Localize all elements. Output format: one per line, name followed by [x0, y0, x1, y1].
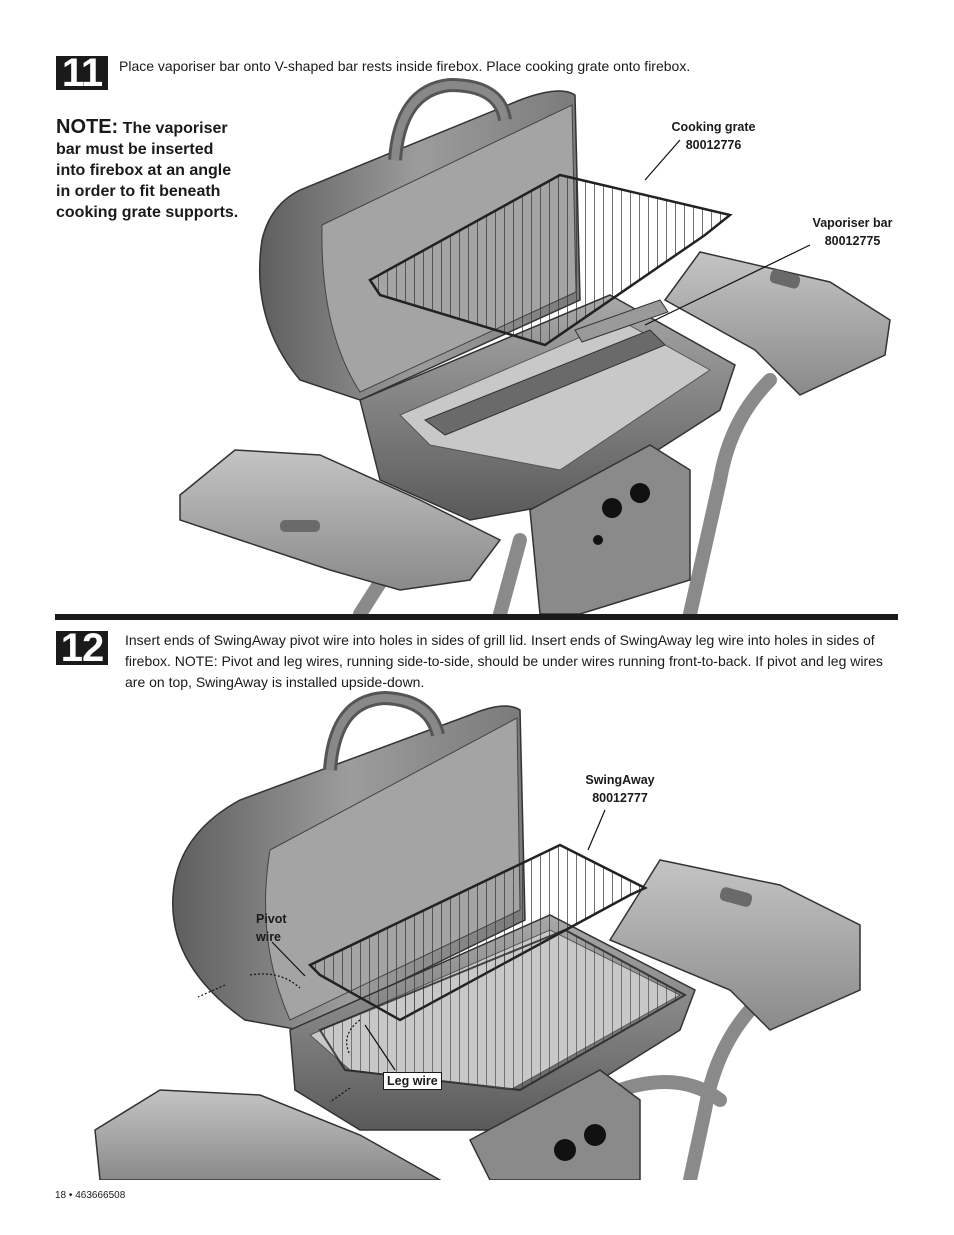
callout-vaporiser-bar: Vaporiser bar 80012775	[800, 214, 905, 250]
callout-swingaway: SwingAway 80012777	[570, 771, 670, 807]
step-12-badge: 12	[56, 628, 108, 668]
document-number: 463666508	[75, 1190, 126, 1201]
step-12-instruction: Insert ends of SwingAway pivot wire into…	[125, 632, 883, 690]
grill-illustration-step-12	[94, 690, 861, 1180]
vaporiser-bar	[574, 299, 669, 343]
footer-separator: •	[68, 1190, 73, 1201]
page-footer: 18 • 463666508	[55, 1190, 125, 1201]
callout-vaporiser-bar-part: 80012775	[824, 234, 881, 248]
callout-swingaway-part: 80012777	[592, 791, 648, 805]
left-side-shelf	[94, 1089, 442, 1180]
grill-legs	[613, 1003, 757, 1180]
step-11-instruction: Place vaporiser bar onto V-shaped bar re…	[119, 58, 691, 74]
page-number: 18	[55, 1190, 67, 1201]
section-divider	[55, 614, 898, 620]
control-panel	[469, 1069, 641, 1180]
callout-vaporiser-bar-name: Vaporiser bar	[812, 216, 893, 230]
step-11-badge: 11	[56, 53, 108, 93]
cooking-grate	[318, 928, 688, 1092]
control-panel	[529, 444, 691, 614]
callout-pivot-wire: Pivot wire	[256, 910, 296, 946]
callout-pivot-wire-line1: Pivot	[256, 912, 287, 926]
callout-swingaway-name: SwingAway	[585, 773, 655, 787]
callout-cooking-grate-name: Cooking grate	[671, 120, 756, 134]
leader-lines	[644, 139, 811, 326]
left-side-shelf	[179, 449, 502, 591]
right-side-shelf	[608, 859, 861, 1031]
grill-illustration-step-11	[179, 77, 891, 614]
leader-lines	[197, 809, 606, 1103]
callout-cooking-grate-part: 80012776	[685, 138, 742, 152]
callout-pivot-wire-line2: wire	[256, 930, 282, 944]
callout-cooking-grate: Cooking grate 80012776	[656, 118, 771, 154]
note-heading: NOTE:	[56, 116, 119, 138]
cooking-grate	[368, 173, 733, 347]
step-11-note: NOTE: The vaporiser bar must be inserted…	[56, 117, 241, 223]
swingaway-rack	[307, 843, 648, 1022]
note-body: The vaporiser bar must be inserted into …	[56, 120, 239, 221]
callout-leg-wire: Leg wire	[383, 1072, 442, 1090]
firebox	[359, 294, 736, 521]
